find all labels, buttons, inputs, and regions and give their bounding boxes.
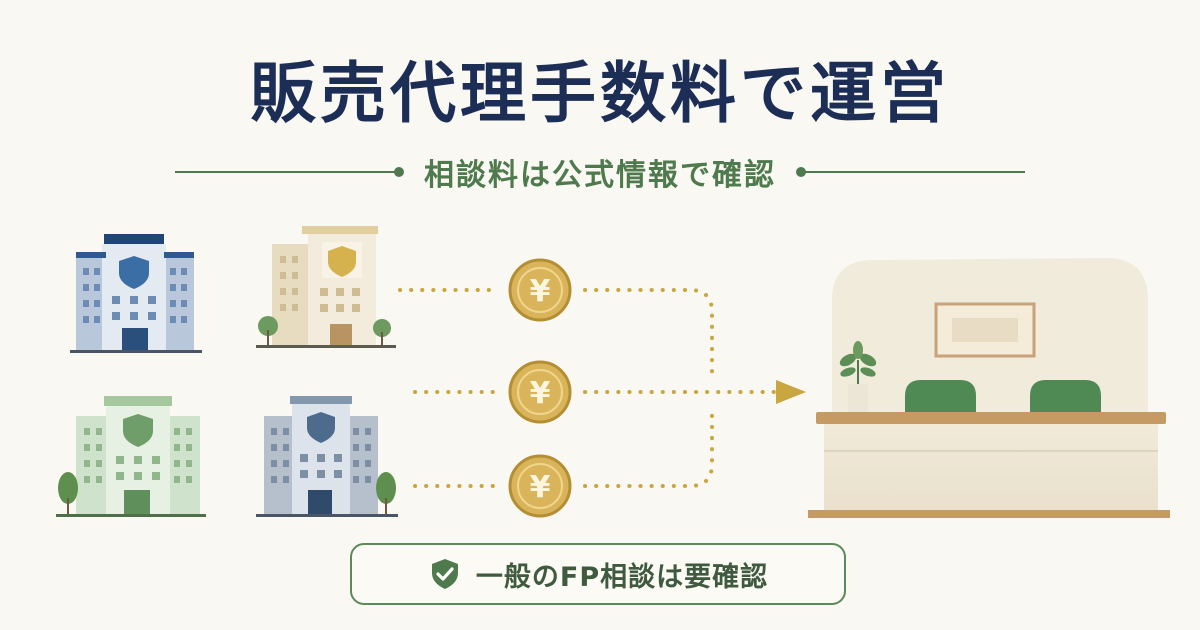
yen-coin-icon: ¥	[508, 258, 572, 322]
green-shield-icon	[123, 414, 153, 447]
svg-text:¥: ¥	[530, 376, 551, 411]
shield-check-icon	[431, 559, 458, 589]
navy-office-building	[70, 234, 202, 353]
flow-arrow-icon	[776, 380, 806, 404]
status-badge: 一般のFP相談は要確認	[350, 543, 846, 605]
yen-coin-icon: ¥	[508, 454, 572, 518]
beige-shield-icon	[328, 246, 356, 277]
svg-text:¥: ¥	[530, 470, 551, 505]
chair-icon	[1030, 380, 1101, 412]
subtitle-left-rule	[175, 167, 404, 177]
beige-office-building	[256, 226, 396, 348]
subtitle-right-rule	[796, 167, 1025, 177]
flow-lines	[398, 288, 777, 488]
plant-icon	[839, 341, 877, 412]
navy-shield-icon	[119, 256, 149, 289]
reception-counter	[808, 258, 1170, 518]
badge-label: 一般のFP相談は要確認	[475, 561, 769, 593]
green-office-building	[56, 396, 206, 517]
yen-coin-icon: ¥	[508, 360, 572, 424]
svg-text:¥: ¥	[530, 274, 551, 309]
page-title: 販売代理手数料で運営	[250, 55, 950, 132]
slate-office-building	[256, 396, 398, 517]
subtitle-row: 相談料は公式情報で確認	[175, 152, 1025, 193]
subtitle: 相談料は公式情報で確認	[424, 158, 776, 193]
slate-shield-icon	[307, 412, 335, 443]
chair-icon	[905, 380, 976, 412]
